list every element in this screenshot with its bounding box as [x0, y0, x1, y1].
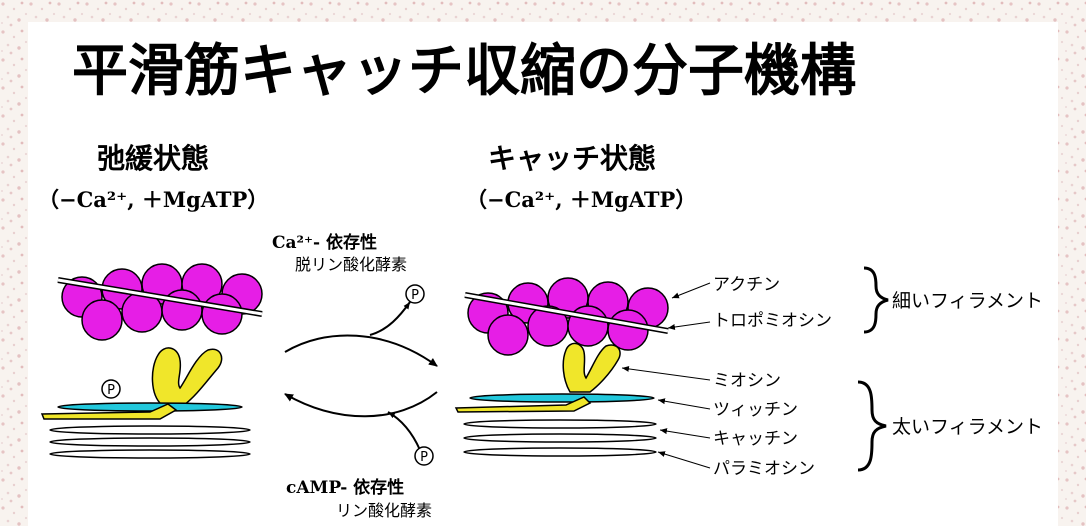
thick-filament-brace	[857, 380, 887, 472]
myosin-pointer	[621, 365, 711, 381]
catch-tropomyosin	[464, 293, 669, 333]
twitchin-pointer	[657, 398, 711, 410]
label-twitchin: ツィッチン	[713, 400, 798, 420]
enzyme-kinase-line2: リン酸化酵素	[336, 501, 432, 520]
relaxed-tropomyosin	[57, 278, 263, 316]
catchin-pointer	[659, 428, 711, 439]
page-title: 平滑筋キャッチ収縮の分子機構	[72, 39, 856, 104]
phosphate-uptake-arrow	[387, 411, 421, 451]
enzyme-dephosphatase-line1: Ca²⁺- 依存性	[272, 232, 377, 253]
catch-state-title: キャッチ状態	[488, 142, 656, 175]
enzyme-dephosphatase-line2: 脱リン酸化酵素	[295, 255, 407, 274]
relaxed-myosin-head	[151, 347, 223, 406]
paramyosin-pointer	[657, 451, 711, 469]
relaxed-phosphate: P	[101, 379, 121, 399]
relaxed-state-condition: （−Ca²⁺, ＋MgATP）	[38, 187, 268, 212]
svg-text:P: P	[420, 450, 428, 465]
label-myosin: ミオシン	[713, 371, 781, 391]
catch-myosin-head	[562, 342, 621, 393]
label-tropomyosin: トロポミオシン	[713, 311, 832, 331]
phosphate-symbol: P	[107, 383, 115, 398]
released-phosphate: P	[405, 284, 425, 304]
relaxed-state-title: 弛緩状態	[97, 142, 209, 175]
phosphate-release-arrow	[369, 301, 411, 336]
label-thick-filament: 太いフィラメント	[892, 416, 1043, 438]
thin-filament-brace	[863, 266, 889, 334]
tropomyosin-pointer	[667, 321, 711, 330]
enzyme-kinase-line1: cAMP- 依存性	[286, 477, 404, 498]
relaxed-thick-filament	[40, 402, 251, 459]
catch-state-condition: （−Ca²⁺, ＋MgATP）	[466, 187, 696, 212]
forward-arrow	[284, 334, 438, 367]
svg-text:P: P	[411, 288, 419, 303]
reverse-arrow	[284, 391, 438, 418]
label-paramyosin: パラミオシン	[713, 459, 815, 479]
actin-pointer	[671, 282, 711, 299]
catch-thick-filament	[454, 393, 657, 457]
label-catchin: キャッチン	[713, 429, 798, 449]
incoming-phosphate: P	[414, 446, 434, 466]
label-thin-filament: 細いフィラメント	[892, 290, 1043, 312]
label-actin: アクチン	[713, 275, 780, 295]
